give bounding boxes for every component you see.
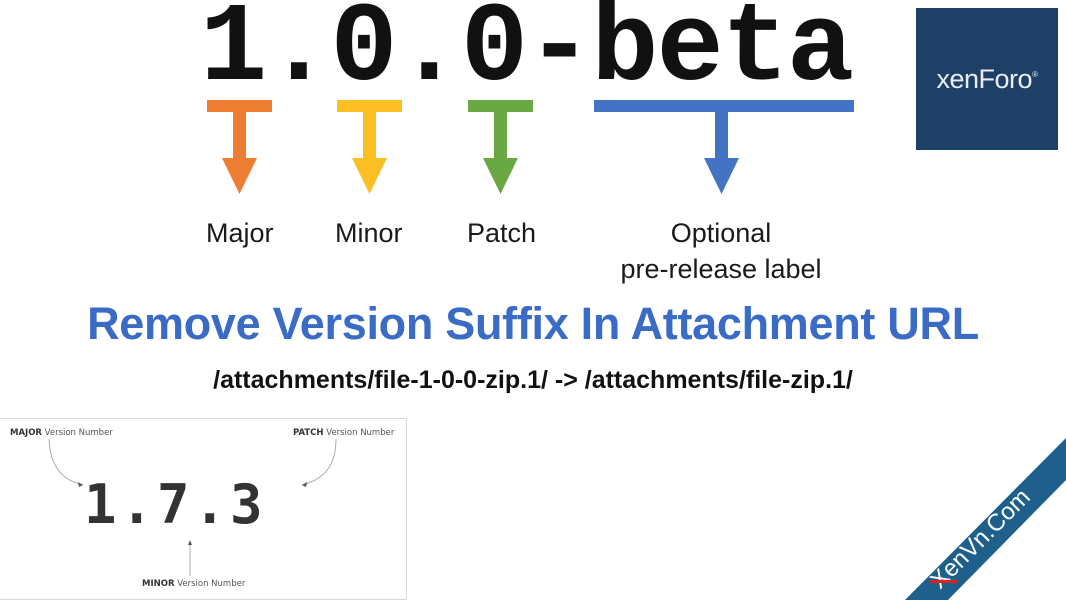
semver-pointer-lines — [48, 438, 337, 576]
patch-caption-rest: Version Number — [323, 428, 395, 438]
patch-caption-bold: PATCH — [293, 428, 324, 438]
label-patch: Patch — [467, 218, 537, 248]
registered-mark: ® — [1032, 69, 1038, 79]
major-caption-rest: Version Number — [41, 428, 113, 438]
minor-caption-bold: MINOR — [142, 579, 175, 589]
xenforo-logo-text: xenForo® — [936, 63, 1039, 95]
major-arrow-icon — [207, 100, 272, 194]
label-minor: Minor — [335, 218, 403, 248]
semver-diagram-panel: MAJOR Version Number PATCH Version Numbe… — [0, 418, 407, 600]
label-major: Major — [206, 218, 274, 248]
xenvn-watermark: XenVn.Com — [905, 438, 1066, 600]
label-prerelease: pre-release label — [620, 254, 822, 284]
watermark-text: XenVn.Com — [925, 484, 1036, 595]
patch-arrow-icon — [468, 100, 533, 194]
label-optional: Optional — [670, 218, 772, 248]
url-example: /attachments/file-1-0-0-zip.1/ -> /attac… — [213, 366, 853, 394]
minor-version-caption: MINOR Version Number — [142, 579, 245, 589]
major-caption-bold: MAJOR — [10, 428, 42, 438]
semver-number: 1.7.3 — [84, 473, 267, 536]
xenforo-logo: xenForo® — [916, 8, 1058, 150]
version-string-large: 1.0.0-beta — [200, 0, 854, 113]
major-version-caption: MAJOR Version Number — [10, 428, 113, 438]
version-part-arrows — [207, 100, 854, 194]
patch-version-caption: PATCH Version Number — [293, 428, 394, 438]
minor-arrow-icon — [337, 100, 402, 194]
page-title: Remove Version Suffix In Attachment URL — [87, 298, 979, 349]
prerelease-arrow-icon — [594, 100, 854, 194]
watermark-accent-bar — [930, 580, 958, 583]
minor-caption-rest: Version Number — [174, 579, 246, 589]
logo-wordmark: xenForo — [936, 63, 1033, 94]
